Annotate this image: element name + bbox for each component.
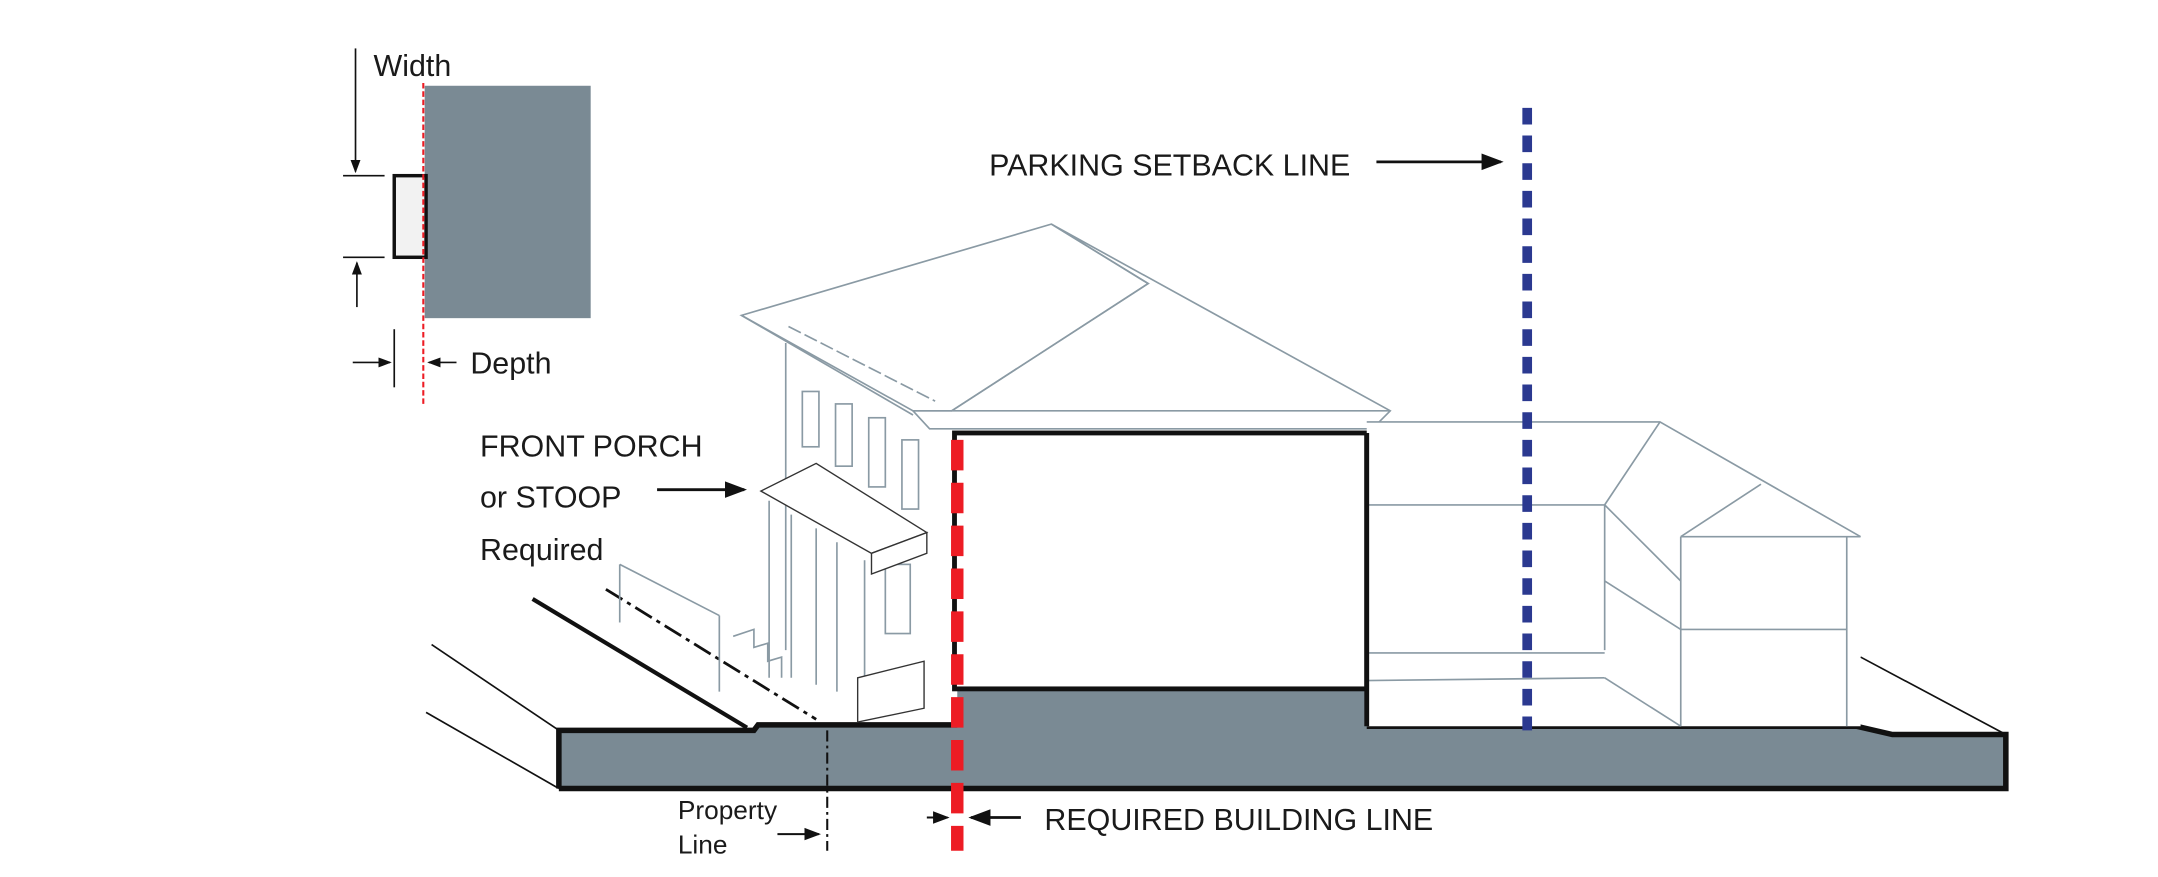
inset-plan: Width Depth [343, 48, 591, 406]
main-building [911, 223, 1392, 692]
property-label-2: Line [678, 829, 728, 859]
width-label: Width [374, 49, 452, 83]
inset-porch [392, 173, 428, 260]
depth-label: Depth [470, 346, 551, 380]
main-building-facade [952, 430, 1370, 692]
parking-setback-label: PARKING SETBACK LINE [989, 149, 1350, 183]
front-porch-label-2: or STOOP [480, 481, 621, 515]
front-porch-label-3: Required [480, 533, 603, 567]
front-porch-label-1: FRONT PORCH [480, 429, 703, 463]
inset-building-block [424, 85, 591, 319]
left-house [618, 223, 1150, 723]
ground-slab [558, 687, 2006, 789]
required-building-line-label: REQUIRED BUILDING LINE [1044, 803, 1433, 837]
right-building [1364, 421, 1861, 727]
property-label-1: Property [678, 795, 778, 825]
